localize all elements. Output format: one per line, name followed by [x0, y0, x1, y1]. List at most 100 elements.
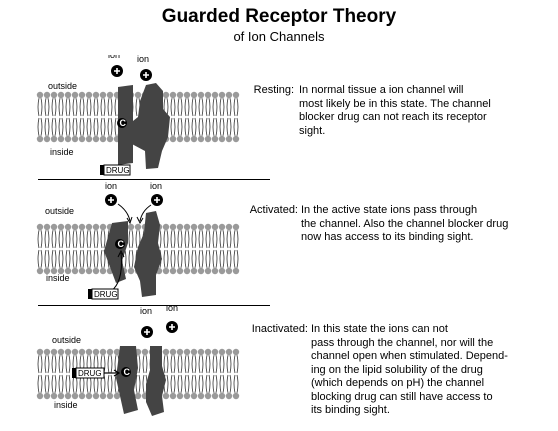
lipid-head: [197, 348, 205, 356]
lipid-head: [127, 267, 135, 275]
inactivated-description: Inactivated: In this state the ions can …: [246, 323, 552, 423]
lipid-head: [232, 135, 240, 143]
lipid-head: [50, 223, 58, 231]
lipid-head: [85, 91, 93, 99]
channel-right-subunit: [146, 346, 166, 416]
lipid-head: [134, 223, 142, 231]
lipid-tail: [198, 98, 204, 117]
ion-label: ion: [137, 55, 149, 64]
lipid-tail: [219, 249, 225, 268]
lipid-tail: [212, 117, 218, 136]
lipid-head: [92, 223, 100, 231]
lipid-tail: [177, 249, 183, 268]
lipid-head: [218, 223, 226, 231]
lipid-tail: [37, 374, 43, 393]
lipid-head: [211, 135, 219, 143]
lipid-head: [232, 348, 240, 356]
lipid-head: [113, 392, 121, 400]
lipid-head: [99, 135, 107, 143]
lipid-head: [176, 392, 184, 400]
lipid-head: [64, 91, 72, 99]
lipid-tail: [177, 374, 183, 393]
lipid-tail: [135, 374, 141, 393]
lipid-tail: [86, 230, 92, 249]
lipid-head: [50, 135, 58, 143]
lipid-head: [218, 91, 226, 99]
lipid-tail: [107, 374, 113, 393]
outside-label: outside: [52, 335, 81, 345]
lipid-head: [92, 267, 100, 275]
lipid-head: [176, 348, 184, 356]
resting-description: Resting: In normal tissue a ion channel …: [248, 84, 548, 154]
lipid-head: [57, 392, 65, 400]
lipid-head: [71, 267, 79, 275]
lipid-tail: [191, 117, 197, 136]
lipid-tail: [226, 117, 232, 136]
lipid-tail: [93, 230, 99, 249]
lipid-tail: [79, 230, 85, 249]
lipid-head: [78, 135, 86, 143]
lipid-head: [43, 348, 51, 356]
lipid-head: [71, 135, 79, 143]
lipid-head: [211, 267, 219, 275]
state-text: In normal tissue a ion channel will most…: [299, 84, 491, 137]
lipid-head: [225, 91, 233, 99]
state-label: Inactivated:: [251, 323, 308, 335]
lipid-head: [43, 223, 51, 231]
lipid-tail: [58, 249, 64, 268]
lipid-tail: [184, 374, 190, 393]
lipid-head: [106, 392, 114, 400]
inside-label: inside: [50, 147, 74, 157]
lipid-head: [57, 267, 65, 275]
lipid-head: [64, 223, 72, 231]
lipid-head: [99, 348, 107, 356]
lipid-head: [36, 348, 44, 356]
lipid-head: [141, 348, 149, 356]
lipid-tail: [72, 117, 78, 136]
lipid-head: [183, 392, 191, 400]
ion-flow-arrow: [139, 204, 152, 222]
lipid-tail: [65, 355, 71, 374]
lipid-head: [225, 223, 233, 231]
lipid-head: [190, 223, 198, 231]
lipid-tail: [51, 230, 57, 249]
ion-icon: [111, 65, 123, 77]
lipid-tail: [233, 98, 239, 117]
lipid-tail: [170, 355, 176, 374]
lipid-tail: [86, 98, 92, 117]
lipid-tail: [37, 355, 43, 374]
lipid-tail: [86, 249, 92, 268]
lipid-tail: [184, 355, 190, 374]
lipid-head: [78, 392, 86, 400]
lipid-head: [113, 348, 121, 356]
lipid-tail: [170, 117, 176, 136]
lipid-tail: [72, 249, 78, 268]
lipid-tail: [51, 355, 57, 374]
lipid-tail: [177, 117, 183, 136]
lipid-tail: [79, 117, 85, 136]
lipid-head: [78, 223, 86, 231]
lipid-head: [71, 223, 79, 231]
lipid-head: [162, 91, 170, 99]
lipid-head: [204, 91, 212, 99]
receptor-site: [117, 118, 127, 128]
lipid-tail: [79, 249, 85, 268]
lipid-head: [197, 392, 205, 400]
lipid-tail: [107, 98, 113, 117]
lipid-tail: [226, 98, 232, 117]
lipid-tail: [219, 374, 225, 393]
lipid-tail: [44, 117, 50, 136]
ion-icon: [151, 194, 163, 206]
lipid-tail: [163, 249, 169, 268]
lipid-tail: [177, 355, 183, 374]
lipid-head: [211, 223, 219, 231]
lipid-tail: [205, 249, 211, 268]
lipid-head: [197, 91, 205, 99]
lipid-tail: [100, 117, 106, 136]
lipid-tail: [58, 355, 64, 374]
lipid-head: [169, 135, 177, 143]
lipid-tail: [219, 98, 225, 117]
lipid-head: [43, 267, 51, 275]
lipid-head: [36, 223, 44, 231]
drug-label: DRUG: [94, 290, 118, 299]
